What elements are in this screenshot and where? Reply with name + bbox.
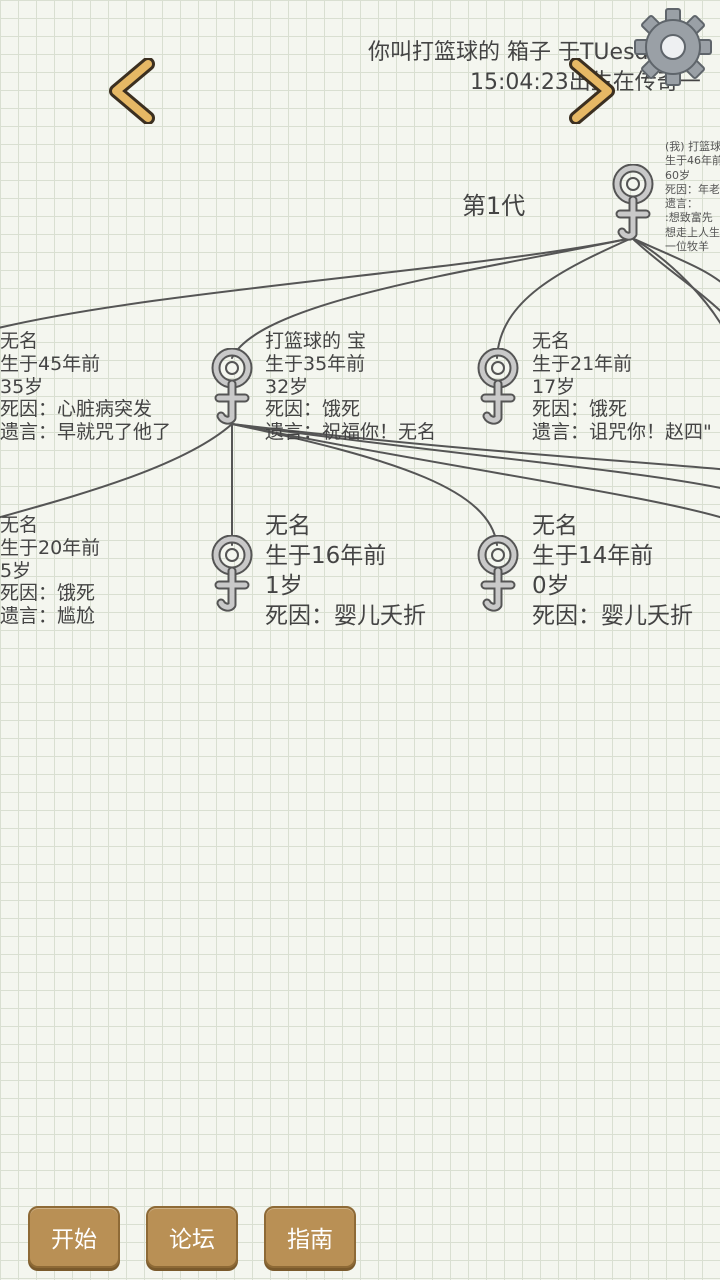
self-info-line: 一位牧羊 xyxy=(665,240,709,254)
self-info-line: 遗言： xyxy=(665,197,698,211)
prev-button[interactable] xyxy=(104,57,164,125)
child-info-line: 遗言：祝福你！无名 xyxy=(265,421,437,444)
self-info: (我) 打篮球 生于46年前 60岁 死因：年老 遗言： :想致富先 想走上人生… xyxy=(665,140,720,254)
child-info-3: 无名 生于21年前 17岁 死因：饿死 遗言：诅咒你！赵四" xyxy=(532,330,712,444)
child-info-line: 死因：饿死 xyxy=(532,398,628,421)
female-symbol-icon xyxy=(211,534,253,612)
chevron-right-icon xyxy=(569,57,615,125)
female-symbol-icon xyxy=(477,347,519,425)
female-symbol-icon xyxy=(211,347,253,425)
child-info-2: 打篮球的 宝 生于35年前 32岁 死因：饿死 遗言：祝福你！无名 xyxy=(265,330,436,444)
self-info-line: 生于46年前 xyxy=(665,154,720,168)
child-info-line: 死因：饿死 xyxy=(265,398,361,421)
child-info-line: 生于45年前 xyxy=(0,352,101,375)
forum-button[interactable]: 论坛 xyxy=(146,1206,238,1268)
grandchild-info-line: 生于14年前 xyxy=(532,542,654,569)
self-info-line: (我) 打篮球 xyxy=(665,140,720,153)
grandchild-info-line: 死因：婴儿夭折 xyxy=(265,602,426,629)
grandchild-info-line: 无名 xyxy=(0,514,39,536)
child-info-line: 遗言：诅咒你！赵四" xyxy=(532,421,712,444)
birth-info-line-1: 你叫打篮球的 箱子 于TUesday, xyxy=(368,40,682,65)
grandchild-info-line: 生于20年前 xyxy=(0,536,101,559)
gear-icon xyxy=(634,8,712,86)
generation-label: 第1代 xyxy=(462,192,526,220)
grandchild-info-line: 生于16年前 xyxy=(265,542,387,569)
child-info-line: 32岁 xyxy=(265,375,309,398)
child-info-line: 17岁 xyxy=(532,375,576,398)
self-info-line: 死因：年老 xyxy=(665,182,720,196)
grandchild-info-line: 5岁 xyxy=(0,559,32,582)
grandchild-info-1: 无名 生于20年前 5岁 死因：饿死 遗言：尴尬 xyxy=(0,514,100,628)
grandchild-info-line: 死因：饿死 xyxy=(0,582,96,605)
self-info-line: 60岁 xyxy=(665,168,690,182)
grandchild-info-3: 无名 生于14年前 0岁 死因：婴儿夭折 xyxy=(532,512,693,632)
person-node-child-3[interactable] xyxy=(475,347,521,426)
person-node-self[interactable] xyxy=(610,163,656,242)
self-info-line: :想致富先 xyxy=(665,211,713,225)
settings-button[interactable] xyxy=(632,6,714,88)
child-info-line: 打篮球的 宝 xyxy=(265,330,367,352)
grandchild-info-line: 死因：婴儿夭折 xyxy=(532,602,693,629)
child-info-line: 死因：心脏病突发 xyxy=(0,398,153,421)
female-symbol-icon xyxy=(477,534,519,612)
grandchild-info-line: 1岁 xyxy=(265,572,303,599)
grandchild-info-line: 无名 xyxy=(532,513,578,539)
female-symbol-icon xyxy=(612,163,654,241)
child-info-line: 生于21年前 xyxy=(532,352,633,375)
grandchild-info-line: 0岁 xyxy=(532,572,570,599)
person-node-grandchild-2[interactable] xyxy=(209,534,255,613)
child-info-1: 无名 生于45年前 35岁 死因：心脏病突发 遗言：早就咒了他了 xyxy=(0,330,171,444)
grandchild-info-2: 无名 生于16年前 1岁 死因：婴儿夭折 xyxy=(265,512,426,632)
self-info-line: 想走上人生 xyxy=(665,225,720,239)
person-node-grandchild-3[interactable] xyxy=(475,534,521,613)
child-info-line: 无名 xyxy=(532,330,571,352)
next-button[interactable] xyxy=(562,57,622,125)
child-info-line: 35岁 xyxy=(0,375,44,398)
chevron-left-icon xyxy=(109,57,155,125)
grandchild-info-line: 遗言：尴尬 xyxy=(0,605,96,628)
child-info-line: 生于35年前 xyxy=(265,352,366,375)
child-info-line: 无名 xyxy=(0,330,39,352)
person-node-child-2[interactable] xyxy=(209,347,255,426)
guide-button[interactable]: 指南 xyxy=(264,1206,356,1268)
child-info-line: 遗言：早就咒了他了 xyxy=(0,421,172,444)
grandchild-info-line: 无名 xyxy=(265,513,311,539)
start-button[interactable]: 开始 xyxy=(28,1206,120,1268)
